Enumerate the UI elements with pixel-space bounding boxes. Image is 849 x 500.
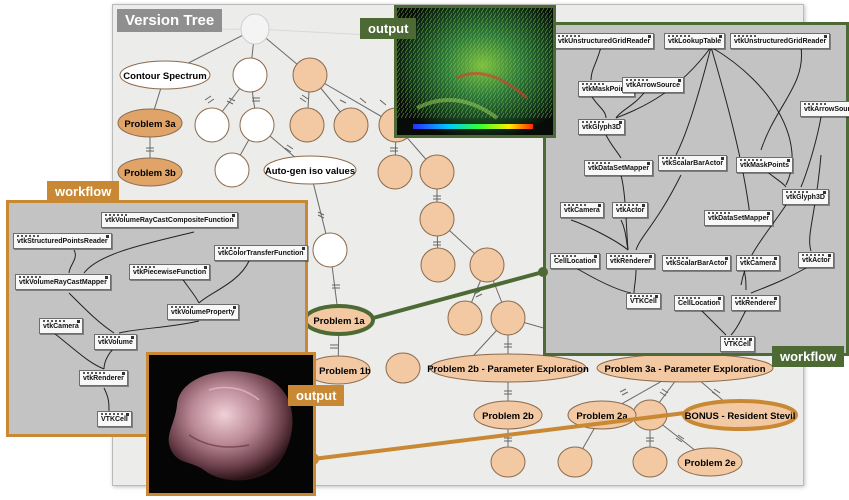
module-vtk-piecewise-function[interactable]: vtkPiecewiseFunction (129, 264, 211, 280)
module-vtk-actor-1[interactable]: vtkActor (612, 202, 649, 218)
node-problem-1b: Problem 1b (319, 366, 371, 377)
node-problem-3a: Problem 3a (124, 119, 176, 130)
green-connector (372, 270, 544, 320)
module-vtk-lookup-table[interactable]: vtkLookupTable (664, 33, 726, 49)
node-problem-2a: Problem 2a (576, 411, 628, 422)
bottom-output-tag: output (288, 385, 345, 406)
module-vtk-arrow-source-2[interactable]: vtkArrowSource (800, 101, 849, 117)
node-auto-gen-iso-values: Auto-gen iso values (265, 166, 355, 177)
top-output-tag: output (360, 18, 417, 39)
module-vtk-unstructured-grid-reader-1[interactable]: vtkUnstructuredGridReader (554, 33, 655, 49)
module-vtk-volume-ray-cast-composite-function[interactable]: vtkVolumeRayCastCompositeFunction (101, 212, 238, 228)
module-vtk-volume-property[interactable]: vtkVolumeProperty (167, 304, 239, 320)
bottom-output-image (146, 352, 316, 496)
module-vtk-camera-1[interactable]: vtkCamera (560, 202, 604, 218)
color-scale-bar (413, 124, 533, 129)
right-workflow-tag: workflow (772, 346, 845, 367)
module-vtk-cell-1[interactable]: VTKCell (626, 293, 661, 309)
node-bonus-resident-stevil: BONUS - Resident Stevil (685, 411, 796, 422)
node-problem-3b: Problem 3b (124, 168, 176, 179)
node-problem-3a-parameter-exploration: Problem 3a - Parameter Exploration (604, 364, 765, 375)
vector-field-render (397, 8, 553, 135)
module-vtk-structured-points-reader[interactable]: vtkStructuredPointsReader (13, 233, 112, 249)
node-contour-spectrum: Contour Spectrum (123, 71, 206, 82)
module-vtk-cell[interactable]: VTKCell (97, 411, 132, 427)
module-vtk-arrow-source-1[interactable]: vtkArrowSource (622, 77, 685, 93)
module-vtk-dataset-mapper-1[interactable]: vtkDataSetMapper (584, 160, 654, 176)
node-problem-2b: Problem 2b (482, 411, 534, 422)
module-vtk-renderer-2[interactable]: vtkRenderer (731, 295, 780, 311)
node-problem-2b-parameter-exploration: Problem 2b - Parameter Exploration (427, 364, 589, 375)
version-tree-title: Version Tree (117, 9, 223, 32)
edge-ticks (146, 94, 721, 443)
node-problem-2e: Problem 2e (684, 458, 735, 469)
labeled-nodes[interactable]: Contour Spectrum Problem 3a Problem 3b A… (117, 60, 798, 477)
module-vtk-scalar-bar-actor-1[interactable]: vtkScalarBarActor (658, 155, 728, 171)
left-workflow-connections (53, 231, 250, 412)
tree-nodes[interactable] (194, 13, 668, 478)
module-vtk-actor-2[interactable]: vtkActor (798, 252, 835, 268)
volume-render (149, 355, 313, 493)
left-workflow-tag: workflow (47, 181, 120, 202)
right-workflow-panel: vtkUnstructuredGridReader vtkLookupTable… (543, 22, 849, 356)
top-output-image (394, 5, 556, 138)
module-vtk-renderer[interactable]: vtkRenderer (79, 370, 128, 386)
module-vtk-camera-2[interactable]: vtkCamera (736, 255, 780, 271)
module-vtk-unstructured-grid-reader-2[interactable]: vtkUnstructuredGridReader (730, 33, 831, 49)
module-vtk-volume[interactable]: vtkVolume (94, 334, 137, 350)
module-vtk-camera[interactable]: vtkCamera (39, 318, 83, 334)
module-vtk-cell-2[interactable]: VTKCell (720, 336, 755, 352)
module-cell-location-1[interactable]: CellLocation (550, 253, 601, 269)
module-vtk-mask-points-2[interactable]: vtkMaskPoints (736, 157, 794, 173)
module-vtk-glyph3d-1[interactable]: vtkGlyph3D (578, 119, 625, 135)
module-vtk-volume-ray-cast-mapper[interactable]: vtkVolumeRayCastMapper (15, 274, 111, 290)
module-vtk-glyph3d-2[interactable]: vtkGlyph3D (782, 189, 829, 205)
orange-connector (312, 411, 686, 461)
module-vtk-dataset-mapper-2[interactable]: vtkDataSetMapper (704, 210, 774, 226)
module-vtk-renderer-1[interactable]: vtkRenderer (606, 253, 655, 269)
module-cell-location-2[interactable]: CellLocation (674, 295, 725, 311)
module-vtk-color-transfer-function[interactable]: vtkColorTransferFunction (214, 245, 308, 261)
node-problem-1a: Problem 1a (313, 316, 365, 327)
module-vtk-scalar-bar-actor-2[interactable]: vtkScalarBarActor (662, 255, 732, 271)
green-connector-dot (538, 267, 548, 277)
